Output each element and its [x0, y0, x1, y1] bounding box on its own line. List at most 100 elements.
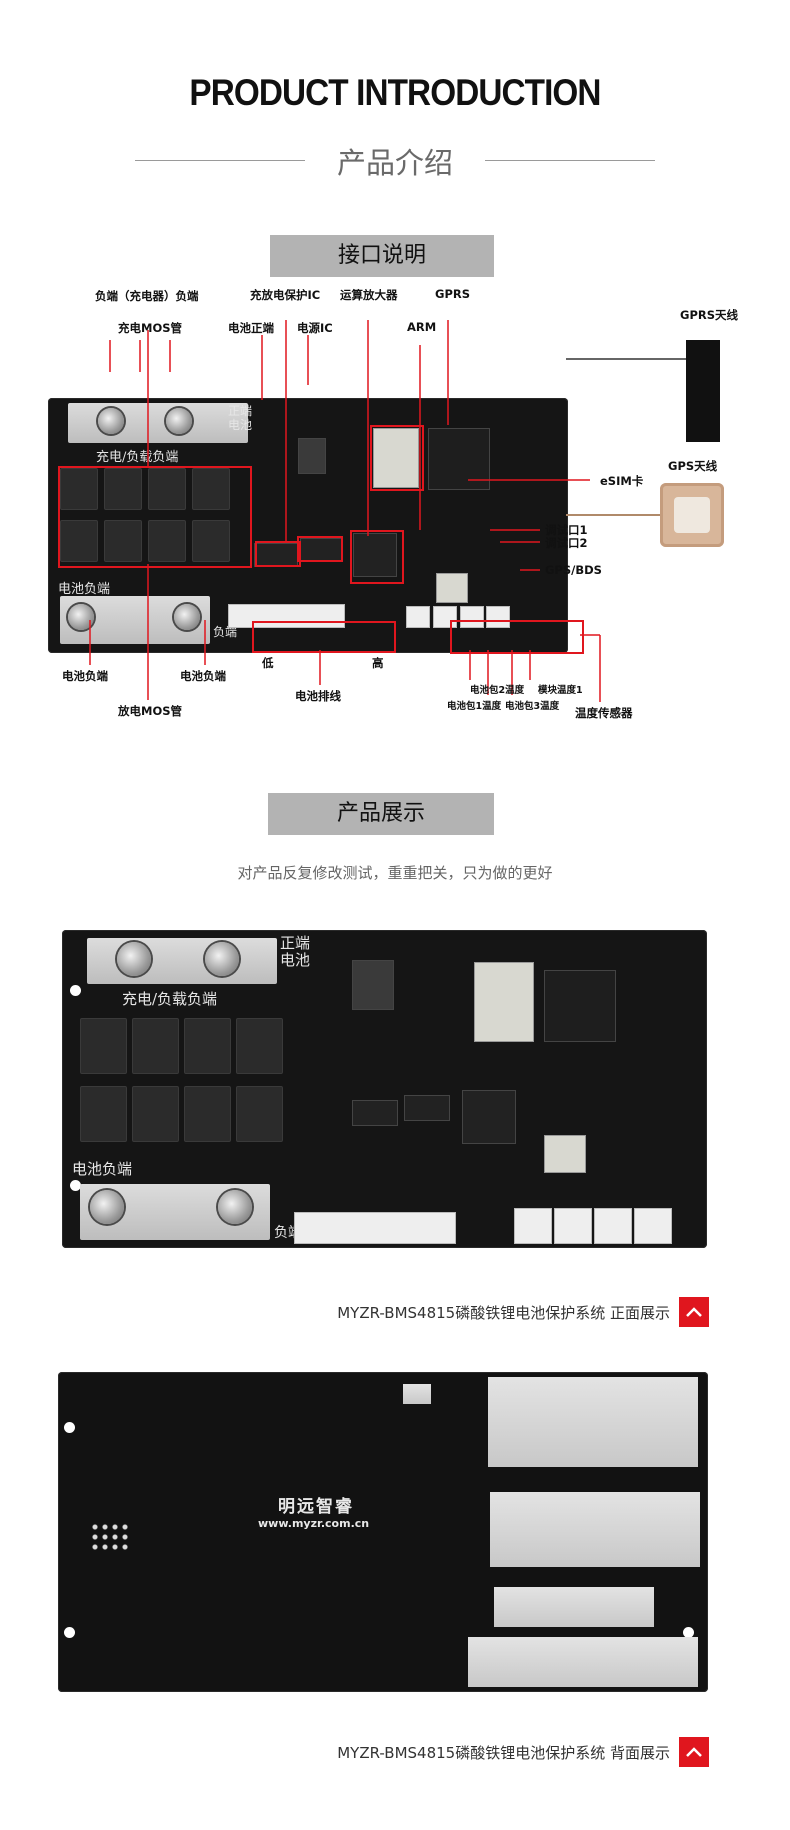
label-gps-antenna: GPS天线 [668, 459, 718, 473]
screw-icon [98, 408, 124, 434]
mosfet [236, 1086, 283, 1142]
back-copper-plate [490, 1492, 700, 1567]
label-pack1-temp: 电池包1温度 [447, 701, 502, 712]
temp-connector [486, 606, 510, 628]
mount-hole [64, 1422, 75, 1433]
label-pack2-temp: 电池包2温度 [470, 685, 525, 696]
mosfet [60, 468, 98, 510]
mosfet [60, 520, 98, 562]
mount-hole [64, 1627, 75, 1638]
screw-icon [90, 1190, 124, 1224]
label-load-terminal: 负端（充电器）负端 [95, 289, 199, 303]
scroll-top-button[interactable] [679, 1737, 709, 1767]
screw-icon [205, 942, 239, 976]
mosfet [132, 1086, 179, 1142]
mosfet [184, 1086, 231, 1142]
label-esim: eSIM卡 [600, 474, 644, 488]
section-tag-interface: 接口说明 [270, 235, 494, 277]
label-gprs: GPRS [435, 287, 471, 301]
silk-charge-load: 充电/负载负端 [96, 450, 179, 465]
screw-icon [174, 604, 200, 630]
silk-neg-end: 负端 [213, 625, 238, 639]
callout-box-harness [252, 621, 396, 653]
mosfet [80, 1086, 127, 1142]
mosfet [80, 1018, 127, 1074]
silk-charge-load: 充电/负载负端 [122, 990, 218, 1008]
label-arm: ARM [407, 320, 437, 334]
divider-right [485, 160, 655, 161]
label-power-ic: 电源IC [297, 321, 333, 335]
gps-cable [566, 514, 660, 516]
pcb-board-diagram: 充电/负载负端 正端电池 电池负端 负端 [48, 398, 568, 653]
divider-left [135, 160, 305, 161]
gps-module [436, 573, 468, 603]
label-charge-mos: 充电MOS管 [118, 321, 183, 335]
mosfet [192, 468, 230, 510]
silk-neg-battery: 电池负端 [58, 582, 111, 597]
gprs-module [474, 962, 534, 1042]
label-battery-neg-left: 电池负端 [62, 669, 108, 683]
label-debug2: 调试口2 [545, 536, 588, 550]
chevron-up-icon [686, 1747, 702, 1757]
gps-module [544, 1135, 586, 1173]
label-temp-sensor: 温度传感器 [575, 706, 633, 720]
interface-diagram: 充电/负载负端 正端电池 电池负端 负端 [0, 287, 790, 740]
back-url: www.myzr.com.cn [258, 1517, 370, 1530]
label-pack3-temp: 电池包3温度 [505, 701, 560, 712]
mosfet [148, 468, 186, 510]
screw-icon [166, 408, 192, 434]
scroll-top-button[interactable] [679, 1297, 709, 1327]
back-caption: MYZR-BMS4815磷酸铁锂电池保护系统 背面展示 [337, 1744, 670, 1762]
silk-pos-terminal: 正端电池 [280, 934, 311, 969]
subtitle-row: 产品介绍 [0, 140, 790, 180]
battery-harness-connector [294, 1212, 456, 1244]
label-high: 高 [372, 656, 384, 670]
callout-box-protect-ic [255, 541, 301, 567]
front-board-photo: 充电/负载负端 正端电池 电池负端 负端 [62, 930, 707, 1248]
label-module-temp1: 模块温度1 [538, 685, 583, 696]
protect-ic-chip [352, 1100, 398, 1126]
back-copper-plate [494, 1587, 654, 1627]
antenna-cable [566, 358, 686, 360]
mosfet [184, 1018, 231, 1074]
label-protect-ic: 充放电保护IC [250, 288, 321, 302]
page-title-cn: 产品介绍 [336, 146, 453, 180]
label-battery-harness: 电池排线 [295, 689, 341, 703]
mosfet [148, 520, 186, 562]
mosfet [236, 1018, 283, 1074]
gprs-module [373, 428, 419, 488]
back-copper-plate [488, 1377, 698, 1467]
screw-icon [218, 1190, 252, 1224]
temp-connector [460, 606, 484, 628]
battery-harness-connector [228, 604, 345, 628]
callout-box-arm [350, 530, 404, 584]
gps-antenna [660, 483, 724, 547]
label-debug1: 调试口1 [545, 523, 588, 537]
inductor [352, 960, 394, 1010]
page-title-en: PRODUCT INTRODUCTION [189, 72, 601, 113]
mosfet [104, 520, 142, 562]
silk-pos-terminal: 正端电池 [228, 404, 253, 432]
charge-terminal-plate [87, 938, 277, 984]
back-copper-plate [468, 1637, 698, 1687]
label-op-amp: 运算放大器 [340, 288, 398, 302]
label-discharge-mos: 放电MOS管 [118, 704, 183, 718]
back-board-photo: 明远智睿 www.myzr.com.cn [58, 1372, 708, 1692]
temp-connector [406, 606, 430, 628]
leader-lines [89, 320, 601, 702]
back-label-patch [403, 1384, 431, 1404]
label-battery-neg-right: 电池负端 [180, 669, 226, 683]
label-low: 低 [262, 656, 274, 670]
label-gps-bds: GPS/BDS [545, 563, 602, 577]
screw-icon [117, 942, 151, 976]
mount-hole [70, 1180, 81, 1191]
mosfet [104, 468, 142, 510]
callout-box-temp [450, 620, 584, 654]
front-caption: MYZR-BMS4815磷酸铁锂电池保护系统 正面展示 [337, 1304, 670, 1322]
back-pin-header [90, 1522, 130, 1552]
opamp-chip [404, 1095, 450, 1121]
callout-box-mos [58, 466, 252, 568]
showcase-tagline: 对产品反复修改测试，重重把关，只为做的更好 [237, 864, 553, 882]
mosfet [192, 520, 230, 562]
temp-connector [554, 1208, 592, 1244]
